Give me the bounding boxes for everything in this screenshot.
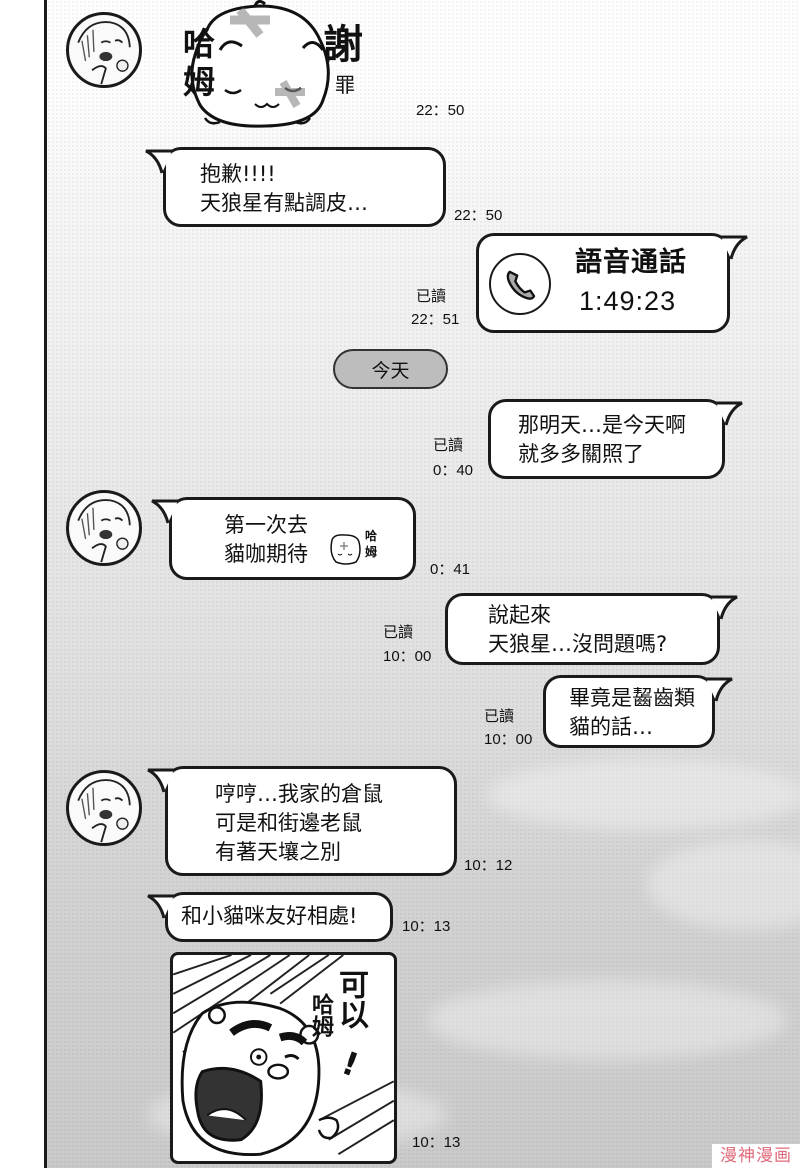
screentone-cloud (427, 980, 787, 1060)
message-timestamp: 10：13 (412, 1134, 461, 1151)
message-bubble-incoming[interactable]: 抱歉!!!! 天狼星有點調皮… (145, 147, 446, 227)
avatar-portrait-icon (77, 21, 131, 85)
phone-call-icon (489, 253, 551, 315)
read-receipt: 已讀 (383, 623, 414, 641)
bubble-tail (709, 593, 739, 621)
message-text: 可是和街邊老鼠 (215, 811, 362, 835)
message-text: 有著天壤之別 (215, 840, 341, 864)
message-bubble-incoming[interactable]: 和小貓咪友好相處! (147, 892, 393, 942)
message-text: 說起來 (488, 603, 551, 627)
message-timestamp: 22：50 (416, 102, 465, 119)
sticker-apology-text: 謝 (323, 22, 363, 68)
message-text: 天狼星有點調皮… (200, 191, 368, 215)
message-text: 和小貓咪友好相處! (181, 904, 358, 928)
call-duration: 1:49:23 (579, 286, 677, 316)
avatar-portrait-icon (77, 499, 131, 563)
message-timestamp: 10：13 (402, 918, 451, 935)
read-receipt: 已讀 (416, 287, 447, 305)
message-text: 貓的話… (569, 715, 653, 739)
hamster-icon (190, 0, 330, 128)
bubble-tail (719, 233, 749, 261)
message-text: 哼哼…我家的倉鼠 (215, 782, 383, 806)
avatar[interactable] (66, 490, 142, 566)
message-text: 那明天…是今天啊 (518, 413, 686, 437)
sticker-sfx-text: 哈 姆 (365, 529, 378, 559)
message-text: 畢竟是齧齒類 (569, 686, 695, 710)
message-bubble-outgoing[interactable]: 說起來 天狼星…沒問題嗎? (445, 593, 738, 665)
page-margin (0, 0, 45, 1168)
message-text: 第一次去 (224, 513, 308, 537)
avatar[interactable] (66, 12, 142, 88)
read-receipt: 已讀 (433, 436, 464, 454)
image-sfx-text: 可以 (333, 969, 368, 1029)
message-bubble-outgoing[interactable]: 畢竟是齧齒類 貓的話… (543, 675, 733, 748)
screentone-cloud (487, 760, 800, 830)
sticker-sfx-text: 姆 (183, 63, 216, 101)
image-message[interactable]: 可以 哈姆 ! (170, 952, 397, 1164)
message-bubble-incoming[interactable]: 哼哼…我家的倉鼠 可是和街邊老鼠 有著天壤之別 (147, 766, 457, 876)
message-text: 抱歉!!!! (200, 162, 276, 186)
voice-call-bubble[interactable]: 語音通話 1:49:23 (476, 233, 748, 333)
hamster-shouting-illustration (173, 955, 394, 1157)
image-sfx-text: 哈姆 (308, 993, 333, 1037)
screentone-cloud (647, 840, 800, 930)
hamster-apology-sticker[interactable]: 哈 姆 謝 罪 (145, 0, 365, 130)
message-timestamp: 22：50 (454, 207, 503, 224)
read-receipt: 已讀 (484, 707, 515, 725)
bubble-tail (714, 399, 744, 427)
message-timestamp: 0：40 (433, 462, 474, 479)
call-label: 語音通話 (575, 247, 687, 278)
bubble-tail (146, 892, 176, 920)
panel-border (44, 0, 47, 1168)
message-timestamp: 10：00 (484, 731, 533, 748)
sticker-sfx-text: 哈 (183, 25, 216, 63)
watermark: 漫神漫画 (712, 1144, 800, 1168)
avatar-portrait-icon (77, 779, 131, 843)
message-timestamp: 22：51 (411, 311, 460, 328)
date-divider: 今天 (333, 349, 448, 389)
bubble-tail (150, 497, 180, 525)
message-bubble-incoming[interactable]: 第一次去 貓咖期待 哈 姆 (151, 497, 416, 580)
hamster-sticker-icon (328, 532, 362, 566)
message-text: 就多多關照了 (518, 442, 644, 466)
message-timestamp: 10：12 (464, 857, 513, 874)
bubble-tail (146, 766, 176, 794)
bubble-tail (144, 147, 174, 175)
message-timestamp: 0：41 (430, 561, 471, 578)
sticker-apology-text: 罪 (335, 73, 355, 97)
message-text: 天狼星…沒問題嗎? (488, 632, 668, 656)
bubble-tail (704, 675, 734, 703)
message-timestamp: 10：00 (383, 648, 432, 665)
message-text: 貓咖期待 (224, 542, 308, 566)
message-bubble-outgoing[interactable]: 那明天…是今天啊 就多多關照了 (488, 399, 743, 479)
avatar[interactable] (66, 770, 142, 846)
